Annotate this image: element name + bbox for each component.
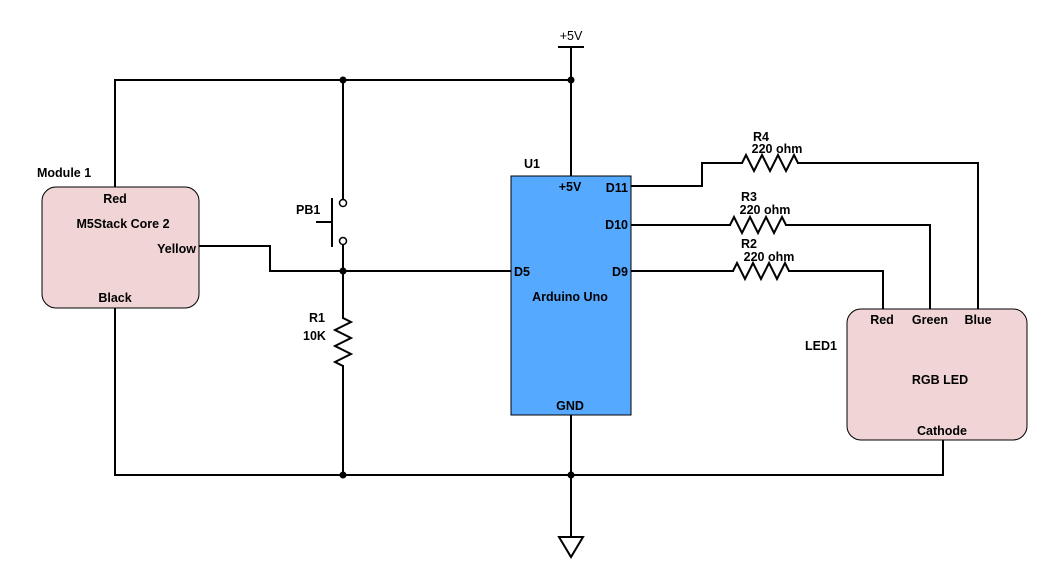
r2: R2 220 ohm [732, 237, 795, 282]
r4-ref: R4 [753, 130, 769, 144]
led1-pin-cathode: Cathode [917, 424, 967, 438]
wire-r4-blue [797, 162, 979, 310]
r1-resistor-icon [332, 317, 354, 367]
r2-value: 220 ohm [744, 250, 795, 264]
pb1-ref: PB1 [296, 203, 320, 217]
u1-ref: U1 [524, 157, 540, 171]
u1-pin-gnd: GND [556, 399, 584, 413]
junction-dot [567, 471, 575, 479]
led1-ref: LED1 [805, 339, 837, 353]
power-symbol: +5V [558, 29, 584, 48]
wire-d11-r4 [630, 162, 743, 187]
u1-pin-d9: D9 [612, 265, 628, 279]
u1-pin-d10: D10 [605, 218, 628, 232]
r3-resistor-icon [729, 214, 787, 236]
wire-r2-red [788, 270, 884, 310]
junction-dot [339, 76, 347, 84]
u1-name: Arduino Uno [532, 290, 608, 304]
led1-pin-green: Green [912, 313, 948, 327]
r3-value: 220 ohm [740, 203, 791, 217]
pushbutton-icon: PB1 [296, 198, 348, 247]
ground-symbol-icon [557, 536, 585, 559]
wires [114, 46, 979, 538]
module1: Module 1 Red M5Stack Core 2 Yellow Black [37, 166, 200, 309]
u1-pin-d5: D5 [514, 265, 530, 279]
ground-triangle [557, 536, 585, 559]
module1-pin-right: Yellow [157, 242, 196, 256]
wire-r3-green [785, 224, 931, 310]
wire-gnd-rail [114, 307, 944, 476]
r2-resistor-icon [732, 260, 790, 282]
u1: U1 +5V D11 D10 D5 D9 Arduino Uno GND [510, 157, 632, 416]
led1-pin-blue: Blue [964, 313, 991, 327]
u1-body [510, 175, 632, 416]
module1-name: M5Stack Core 2 [76, 217, 169, 231]
r1: R1 10K [303, 311, 354, 367]
wire-yellow-to-d5 [197, 245, 512, 272]
wire-5v-rail [114, 79, 572, 188]
junction-dot [339, 471, 347, 479]
pb1-contact-bottom [338, 236, 348, 246]
led1: LED1 Red Green Blue RGB LED Cathode [805, 308, 1028, 441]
junction-dot [339, 267, 347, 275]
r1-ref: R1 [309, 311, 325, 325]
r4-value: 220 ohm [752, 142, 803, 156]
r4: R4 220 ohm [741, 130, 803, 174]
r1-value: 10K [303, 329, 326, 343]
r2-ref: R2 [741, 237, 757, 251]
led1-body [846, 308, 1028, 441]
u1-pin-d11: D11 [606, 181, 628, 195]
pb1-contact-top [338, 198, 348, 208]
r3: R3 220 ohm [729, 190, 791, 236]
module1-ref: Module 1 [37, 166, 91, 180]
junction-dot [567, 76, 575, 84]
u1-pin-vcc: +5V [559, 180, 582, 194]
junctions [339, 76, 575, 479]
module1-body [41, 186, 200, 309]
r3-ref: R3 [741, 190, 757, 204]
power-label: +5V [560, 29, 583, 43]
r4-resistor-icon [741, 152, 799, 174]
module1-pin-bottom: Black [98, 291, 131, 305]
module1-pin-top: Red [103, 192, 127, 206]
led1-name: RGB LED [912, 373, 968, 387]
led1-pin-red: Red [870, 313, 894, 327]
